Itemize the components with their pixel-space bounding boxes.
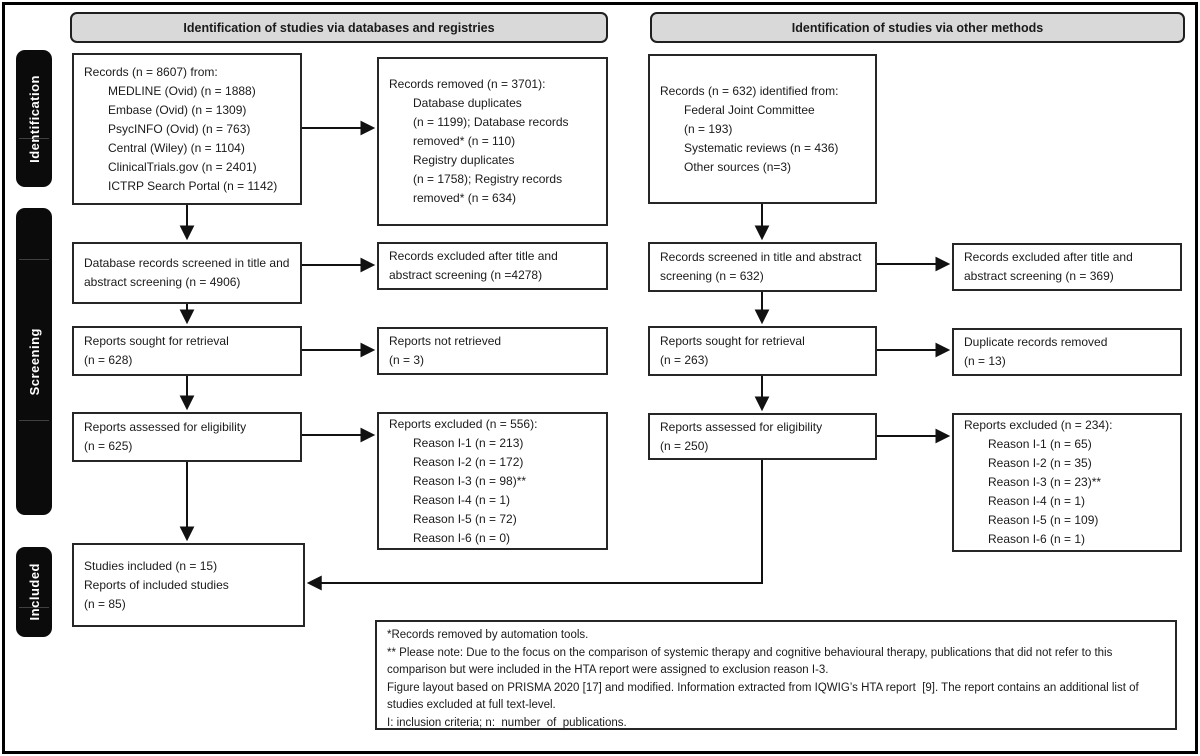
box-line: Records excluded after title and abstrac… <box>964 250 1133 283</box>
box-line: (n = 3) <box>389 353 425 367</box>
box-db-reports-assessed: Reports assessed for eligibility (n = 62… <box>72 412 302 462</box>
box-line: Reports excluded (n = 556): <box>389 416 538 431</box>
box-line: Registry duplicates <box>413 153 515 167</box>
box-line: Reason I-4 (n = 1) <box>413 492 511 507</box>
box-line: Reason I-6 (n = 0) <box>413 530 511 545</box>
footnote-box: *Records removed by automation tools. **… <box>375 620 1177 730</box>
box-other-reports-sought: Reports sought for retrieval (n = 263) <box>648 326 877 376</box>
box-line: Central (Wiley) (n = 1104) <box>108 140 245 155</box>
box-line: Records (n = 8607) from: <box>84 64 218 79</box>
box-line: Reports assessed for eligibility <box>660 419 823 434</box>
box-db-records-screened: Database records screened in title and a… <box>72 242 302 304</box>
box-line: Records (n = 632) identified from: <box>660 83 839 98</box>
box-other-records-screened: Records screened in title and abstract s… <box>648 242 877 292</box>
box-line: Reason I-2 (n = 35) <box>988 456 1092 470</box>
stage-label-identification: Identification <box>16 50 52 187</box>
box-line: Studies included (n = 15) <box>84 558 218 573</box>
box-other-duplicates-removed: Duplicate records removed (n = 13) <box>952 328 1182 376</box>
stage-label-screening: Screening <box>16 208 52 515</box>
sidebar-seam <box>19 607 49 608</box>
box-line: Database duplicates <box>413 96 522 110</box>
box-line: Systematic reviews (n = 436) <box>684 140 839 155</box>
box-line: PsycINFO (Ovid) (n = 763) <box>108 121 251 136</box>
box-line: Reason I-2 (n = 172) <box>413 454 524 469</box>
box-line: MEDLINE (Ovid) (n = 1888) <box>108 83 256 98</box>
box-db-records-removed: Records removed (n = 3701): Database dup… <box>377 57 608 226</box>
box-db-reports-excluded: Reports excluded (n = 556): Reason I-1 (… <box>377 412 608 550</box>
box-line: Database records screened in title and a… <box>84 256 290 289</box>
box-db-records-identified: Records (n = 8607) from: MEDLINE (Ovid) … <box>72 53 302 205</box>
box-line: (n = 1199); Database records <box>413 115 569 129</box>
box-line: Reports of included studies <box>84 577 229 592</box>
footnote-line: Figure layout based on PRISMA 2020 [17] … <box>387 681 1142 712</box>
sidebar-seam <box>19 138 49 139</box>
box-studies-included: Studies included (n = 15) Reports of inc… <box>72 543 305 627</box>
box-line: Records removed (n = 3701): <box>389 77 546 91</box>
box-line: (n = 625) <box>84 439 133 453</box>
box-line: (n = 628) <box>84 353 133 367</box>
box-line: Reports sought for retrieval <box>84 334 229 348</box>
footnote-line: *Records removed by automation tools. <box>387 629 589 641</box>
box-line: Records excluded after title and abstrac… <box>389 249 558 282</box>
box-line: (n = 263) <box>660 353 709 367</box>
box-line: Reason I-6 (n = 1) <box>988 532 1086 546</box>
footnote-line: ** Please note: Due to the focus on the … <box>387 646 1116 677</box>
stage-label-included: Included <box>16 547 52 637</box>
box-line: Reason I-4 (n = 1) <box>988 494 1086 508</box>
box-db-reports-sought: Reports sought for retrieval (n = 628) <box>72 326 302 376</box>
box-other-records-excluded: Records excluded after title and abstrac… <box>952 243 1182 291</box>
box-line: removed* (n = 110) <box>413 134 516 148</box>
stage-label-identification-text: Identification <box>26 74 42 163</box>
stage-label-included-text: Included <box>26 563 42 621</box>
box-line: Reason I-5 (n = 72) <box>413 511 517 526</box>
box-line: removed* (n = 634) <box>413 191 517 205</box>
sidebar-seam <box>19 259 49 260</box>
box-line: Reason I-5 (n = 109) <box>988 513 1099 527</box>
box-line: Embase (Ovid) (n = 1309) <box>108 102 247 117</box>
sidebar-seam <box>19 420 49 421</box>
box-line: ClinicalTrials.gov (n = 2401) <box>108 159 257 174</box>
box-line: Reports assessed for eligibility <box>84 420 247 434</box>
box-other-reports-assessed: Reports assessed for eligibility (n = 25… <box>648 413 877 460</box>
box-line: Reason I-1 (n = 213) <box>413 435 524 450</box>
footnote-line: I: inclusion criteria; n: number of publ… <box>387 716 627 729</box>
header-other-methods: Identification of studies via other meth… <box>650 12 1185 43</box>
box-line: ICTRP Search Portal (n = 1142) <box>108 178 278 193</box>
box-db-records-excluded: Records excluded after title and abstrac… <box>377 242 608 290</box>
box-line: (n = 13) <box>964 354 1006 368</box>
box-other-reports-excluded: Reports excluded (n = 234): Reason I-1 (… <box>952 413 1182 552</box>
box-line: (n = 85) <box>84 596 126 611</box>
box-line: (n = 193) <box>684 121 733 136</box>
box-line: Reports sought for retrieval <box>660 334 805 348</box>
header-databases-registries: Identification of studies via databases … <box>70 12 608 43</box>
box-line: Reason I-3 (n = 23)** <box>988 475 1102 489</box>
stage-label-screening-text: Screening <box>26 327 42 396</box>
box-line: Reason I-3 (n = 98)** <box>413 473 527 488</box>
box-line: Reports not retrieved <box>389 334 502 348</box>
box-other-records-identified: Records (n = 632) identified from: Feder… <box>648 54 877 204</box>
box-db-reports-not-retrieved: Reports not retrieved (n = 3) <box>377 327 608 375</box>
box-line: Reports excluded (n = 234): <box>964 418 1113 432</box>
box-line: Duplicate records removed <box>964 335 1108 349</box>
box-line: Records screened in title and abstract s… <box>660 250 862 283</box>
box-line: Reason I-1 (n = 65) <box>988 437 1092 451</box>
box-line: Federal Joint Committee <box>684 102 815 117</box>
box-line: (n = 250) <box>660 438 709 453</box>
box-line: (n = 1758); Registry records <box>413 172 563 186</box>
box-line: Other sources (n=3) <box>684 159 792 174</box>
